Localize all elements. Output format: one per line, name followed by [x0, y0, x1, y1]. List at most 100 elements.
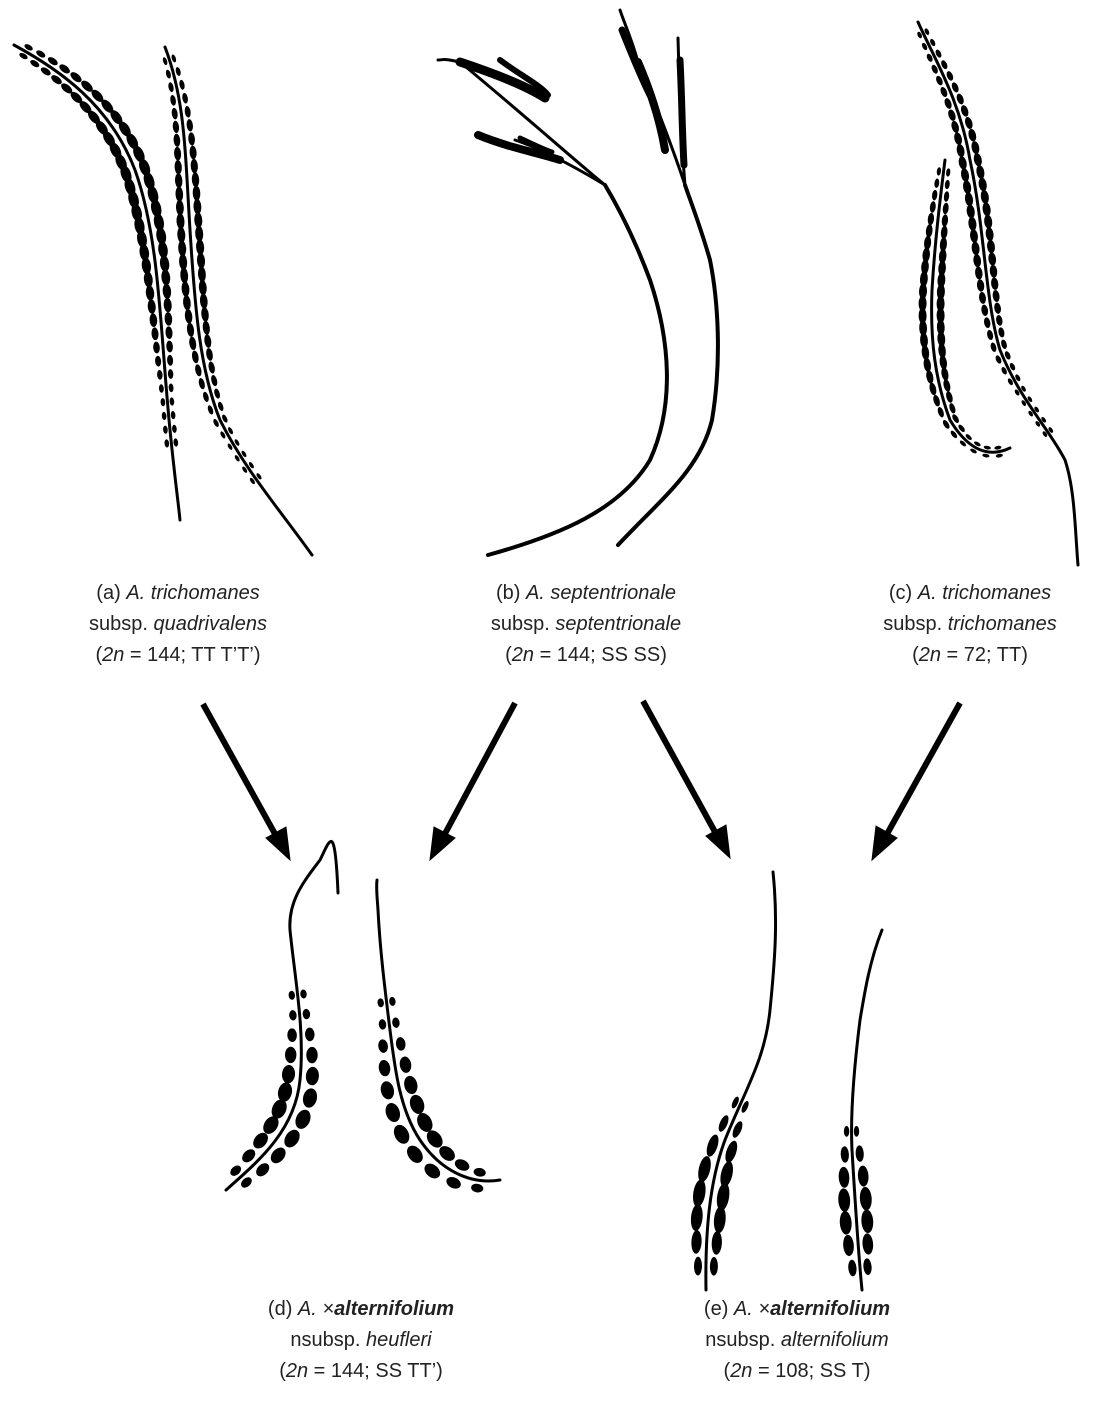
pinna-shape: [175, 173, 183, 188]
pinna-shape: [378, 1059, 392, 1077]
pinna-shape: [923, 357, 932, 372]
pinna-shape: [198, 377, 206, 389]
pinna-shape: [863, 1258, 873, 1275]
pinna-shape: [391, 1122, 413, 1146]
pinna-shape: [945, 390, 954, 403]
pinna-shape: [189, 145, 197, 159]
pinna-shape: [205, 348, 214, 362]
pinna-shape: [182, 295, 191, 311]
pinna-shape: [983, 317, 991, 329]
pinna-shape: [948, 402, 957, 414]
pinna-shape: [202, 320, 211, 335]
pinna-shape: [161, 412, 166, 421]
pinna-shape: [191, 350, 200, 364]
pinna-shape: [861, 1209, 874, 1233]
pinna-shape: [168, 369, 174, 379]
pinna-shape: [184, 309, 193, 324]
pinna-shape: [940, 367, 949, 382]
pinna-shape: [305, 1027, 315, 1041]
pinna-shape: [199, 293, 208, 309]
pinna-shape: [927, 213, 934, 226]
pinna-shape: [471, 1183, 484, 1193]
pinna-shape: [306, 1047, 318, 1064]
pinna-shape: [982, 453, 990, 458]
pinna-shape: [943, 97, 953, 110]
pinna-shape: [378, 1019, 387, 1030]
pinna-shape: [978, 177, 988, 192]
pinna-shape: [164, 439, 169, 448]
specimen-d-silhouette: [226, 841, 500, 1193]
pinna-shape: [944, 180, 950, 190]
caption-e-line2: nsubsp. alternifolium: [637, 1325, 957, 1356]
pinna-shape: [981, 304, 989, 316]
caption-c-line3: (2n = 72; TT): [840, 640, 1100, 671]
pinna-shape: [711, 1231, 722, 1255]
pinna-shape: [188, 336, 197, 350]
pinna-shape: [855, 1145, 864, 1162]
caption-b: (b) A. septentrionale subsp. septentrion…: [426, 578, 746, 671]
pinna-shape: [175, 67, 182, 77]
pinna-shape: [399, 1056, 413, 1074]
pinna-shape: [946, 168, 951, 177]
pinna-shape: [690, 1204, 704, 1232]
pinna-shape: [180, 267, 189, 283]
pinna-shape: [995, 453, 1003, 458]
pinna-shape: [203, 334, 212, 348]
pinna-shape: [936, 167, 941, 176]
pinna-shape: [444, 1175, 462, 1191]
pinna-shape: [377, 998, 384, 1008]
specimen-c-silhouette: [916, 22, 1078, 565]
caption-e-line3: (2n = 108; SS T): [637, 1356, 957, 1387]
pinna-shape: [149, 313, 158, 327]
pinna-shape: [174, 160, 182, 175]
pinna-shape: [184, 106, 191, 118]
pinna-shape: [839, 1211, 852, 1235]
pinna-shape: [186, 119, 194, 132]
arrow-b-to-d: [430, 703, 515, 860]
pinna-shape: [989, 264, 998, 278]
pinna-shape: [696, 1155, 713, 1183]
pinna-shape: [691, 1178, 707, 1208]
pinna-shape: [175, 186, 183, 202]
caption-a-line3: (2n = 144; TT T’T’): [18, 640, 338, 671]
pinna-shape: [958, 156, 968, 171]
pinna-shape: [172, 424, 177, 433]
pinna-shape: [167, 82, 174, 93]
pinna-shape: [392, 1017, 401, 1028]
pinna-shape: [988, 252, 997, 266]
pinna-shape: [859, 1187, 872, 1211]
pinna-shape: [993, 302, 1001, 314]
pinna-shape: [193, 199, 202, 215]
pinna-shape: [694, 1257, 702, 1276]
pinna-shape: [293, 1107, 314, 1131]
pinna-shape: [691, 1230, 702, 1254]
caption-d: (d) A. ×alternifolium nsubsp. heufleri (…: [201, 1294, 521, 1387]
pinna-shape: [976, 279, 985, 292]
pinna-shape: [966, 204, 976, 219]
pinna-shape: [718, 1160, 735, 1188]
pinna-shape: [402, 1075, 419, 1096]
pinna-shape: [932, 394, 941, 407]
pinna-shape: [973, 254, 982, 268]
pinna-shape: [956, 143, 966, 157]
pinna-shape: [968, 216, 978, 231]
pinna-shape: [192, 185, 200, 201]
pinna-shape: [980, 189, 990, 204]
pinna-shape: [974, 266, 983, 280]
pinna-shape: [985, 227, 994, 242]
pinna-shape: [169, 397, 174, 406]
pinna-shape: [986, 239, 995, 253]
pinna-shape: [983, 214, 993, 229]
pinna-shape: [982, 202, 992, 217]
pinna-shape: [157, 370, 163, 380]
caption-c: (c) A. trichomanes subsp. trichomanes (2…: [840, 578, 1100, 671]
pinna-shape: [937, 406, 946, 418]
pinna-shape: [276, 1081, 294, 1103]
pinna-shape: [842, 1234, 854, 1256]
pinna-shape: [285, 1047, 297, 1064]
pinna-shape: [960, 104, 970, 117]
pinna-shape: [173, 133, 181, 147]
pinna-shape: [300, 989, 307, 999]
pinna-shape: [964, 192, 974, 207]
